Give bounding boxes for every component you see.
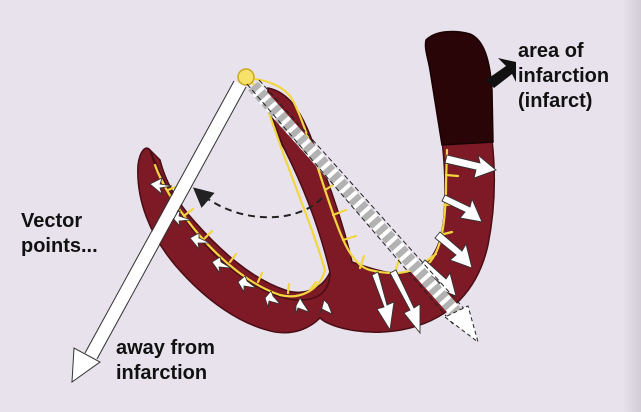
wall-arrow [318,299,333,316]
free-wall-arrows [371,153,497,335]
vector-label: Vector points... [21,210,98,257]
wall-arrow [189,232,211,251]
dashed-vector-arrow [246,79,479,344]
wall-arrow [149,177,173,196]
depolarization-arrows [149,177,333,316]
free-wall-arrow [441,194,483,223]
wall-arrow [169,210,192,228]
free-wall-arrow [434,231,473,269]
free-wall-arrow [389,269,421,335]
infarct-area [424,30,494,146]
free-wall-arrow [371,271,395,332]
free-wall-arrow [444,153,497,179]
infarct-label: area of infarction (infarct) [518,40,610,112]
wall-arrow [237,275,257,294]
page-edge-shading [623,0,641,412]
wall-arrow [295,297,311,315]
sa-node [237,68,255,86]
wall-arrow [264,290,282,308]
main-vector-arrow [71,80,247,384]
infarct-pointer-arrow [486,58,516,88]
wall-arrow [211,256,232,274]
away-label: away from infarction [116,337,215,384]
